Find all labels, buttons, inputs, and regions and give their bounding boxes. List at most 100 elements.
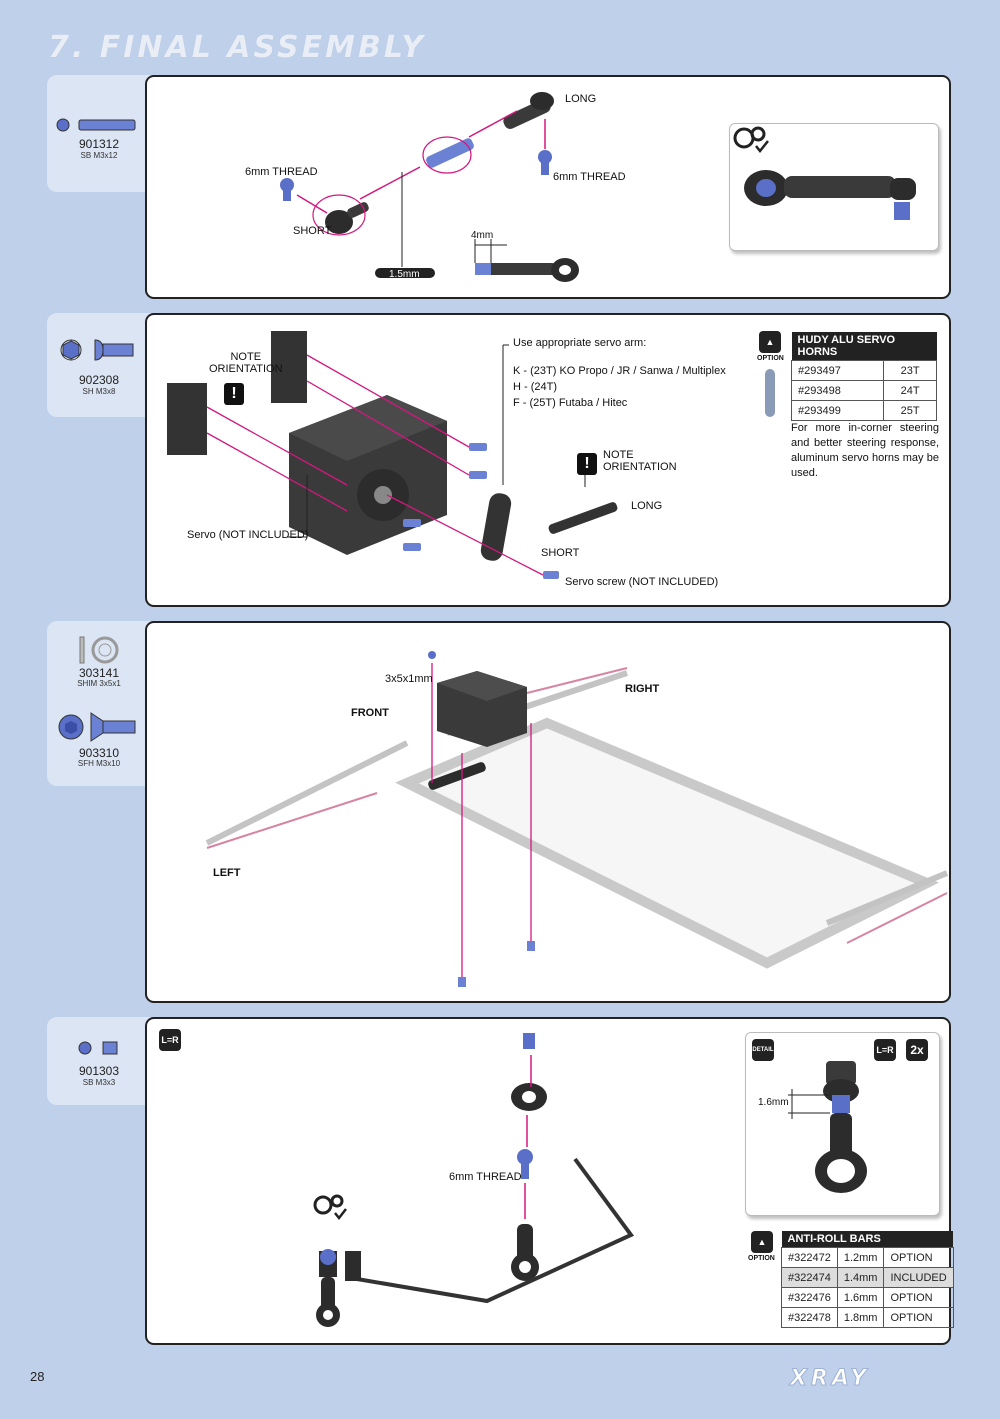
table-title: HUDY ALU SERVO HORNS	[791, 332, 937, 361]
servo-horn-icon	[765, 369, 775, 417]
note-orientation-2: NOTE ORIENTATION	[603, 449, 677, 473]
step-panel-2: NOTE ORIENTATION ! NOTE ORIENTATION ! Se…	[145, 313, 951, 607]
cell: INCLUDED	[883, 1267, 954, 1288]
option-note: For more in-corner steering and better s…	[791, 422, 939, 479]
option-badge: OPTION	[757, 355, 784, 362]
cell: OPTION	[883, 1307, 954, 1328]
servo-assembly-illustration	[167, 331, 618, 579]
cell: #322474	[781, 1267, 838, 1288]
cell: #293499	[790, 400, 885, 421]
servo-arm-h: H - (24T)	[513, 381, 557, 393]
servo-arm-k: K - (23T) KO Propo / JR / Sanwa / Multip…	[513, 365, 726, 377]
check-gears-icon	[313, 1194, 347, 1221]
cell: OPTION	[883, 1247, 954, 1268]
detail-text: DETAIL	[752, 1047, 774, 1053]
brand-logo: XRAY	[789, 1366, 871, 1392]
label-thread: 6mm THREAD	[449, 1171, 522, 1183]
part-desc: SB M3x3	[82, 1078, 116, 1087]
warning-icon: !	[224, 383, 244, 405]
servo-arm-title: Use appropriate servo arm:	[513, 337, 647, 349]
label-short: SHORT	[541, 547, 580, 559]
cell: 1.6mm	[836, 1287, 885, 1308]
qty-text: 2x	[910, 1043, 924, 1057]
shim-icon	[79, 636, 119, 664]
label-long: LONG	[565, 93, 597, 105]
part-code: 303141	[78, 666, 120, 680]
step-panel-4: L=R 6mm THREAD DETAIL L=R 2x	[145, 1017, 954, 1345]
lr-text: L=R	[876, 1045, 894, 1055]
label-right: RIGHT	[625, 683, 660, 695]
part-code: 903310	[78, 746, 120, 760]
label-left: LEFT	[213, 867, 241, 879]
page-number: 28	[30, 1369, 45, 1384]
ball-cup-assembly-illustration	[280, 92, 579, 282]
quantity-badge: 2x	[906, 1039, 928, 1061]
detail-icon: DETAIL	[752, 1039, 774, 1061]
cell: #293498	[790, 380, 885, 401]
thumbs-up-icon: ▲	[751, 1231, 773, 1253]
socket-head-screw-icon	[60, 339, 134, 361]
left-right-icon: L=R	[874, 1039, 896, 1061]
part-code: 901303	[78, 1064, 120, 1078]
flat-head-screw-icon	[58, 712, 136, 742]
cell: 24T	[883, 380, 937, 401]
cell: 23T	[883, 360, 937, 381]
cell: 1.8mm	[836, 1307, 885, 1328]
cell: 25T	[883, 400, 937, 421]
table-title: ANTI-ROLL BARS	[781, 1231, 954, 1248]
part-tab-2: 902308 SH M3x8	[47, 313, 151, 417]
cell: OPTION	[883, 1287, 954, 1308]
step-panel-3: 3x5x1mm FRONT RIGHT LEFT	[145, 621, 951, 1003]
servo-arm-f: F - (25T) Futaba / Hitec	[513, 397, 628, 409]
label-shim-3x5x1mm: 3x5x1mm	[385, 673, 433, 685]
rod-end-detail-illustration	[788, 1061, 867, 1193]
left-right-icon: L=R	[159, 1029, 181, 1051]
lr-text: L=R	[161, 1035, 179, 1045]
part-desc: SB M3x12	[80, 151, 118, 160]
cell: 1.2mm	[836, 1247, 885, 1268]
set-screw-icon	[78, 1041, 118, 1055]
part-code: 901312	[78, 137, 120, 151]
cell: #322478	[781, 1307, 838, 1328]
assembled-rod-detail	[729, 123, 939, 251]
anti-roll-bar-illustration	[313, 1033, 635, 1327]
part-code: 902308	[78, 373, 120, 387]
chassis-illustration	[205, 651, 949, 987]
label-servo: Servo (NOT INCLUDED)	[187, 529, 309, 541]
part-tab-1: 901312 SB M3x12	[47, 75, 151, 192]
cell: #322476	[781, 1287, 838, 1308]
label-gap-4mm: 4mm	[471, 230, 494, 241]
warning-icon: !	[577, 453, 597, 475]
label-gap: 1.6mm	[758, 1097, 789, 1108]
cell: #293497	[790, 360, 885, 381]
cell: 1.4mm	[836, 1267, 885, 1288]
detail-inset: DETAIL L=R 2x 1.6mm	[745, 1032, 940, 1216]
label-front: FRONT	[351, 707, 389, 719]
label-servo-screw: Servo screw (NOT INCLUDED)	[565, 576, 719, 588]
part-tab-4: 901303 SB M3x3	[47, 1017, 151, 1105]
label-long: LONG	[631, 500, 663, 512]
bolt-icon	[56, 118, 136, 132]
part-tab-3: 303141 SHIM 3x5x1 903310 SFH M3x10	[47, 621, 151, 786]
part-desc: SH M3x8	[82, 387, 116, 396]
note-orientation-1: NOTE ORIENTATION	[209, 351, 283, 375]
label-thread-top: 6mm THREAD	[553, 171, 626, 183]
option-badge: OPTION	[748, 1255, 775, 1262]
page-title: 7. FINAL ASSEMBLY	[48, 30, 426, 65]
thumbs-up-icon: ▲	[759, 331, 781, 353]
label-short: SHORT	[293, 225, 332, 237]
check-gears-icon	[733, 126, 916, 220]
label-thread-left: 6mm THREAD	[245, 166, 318, 178]
cell: #322472	[781, 1247, 838, 1268]
part-desc: SFH M3x10	[77, 759, 121, 768]
label-tool-1.5mm: 1.5mm	[389, 269, 420, 280]
step-panel-1: LONG 6mm THREAD 6mm THREAD SHORT 4mm 1.5…	[145, 75, 951, 299]
